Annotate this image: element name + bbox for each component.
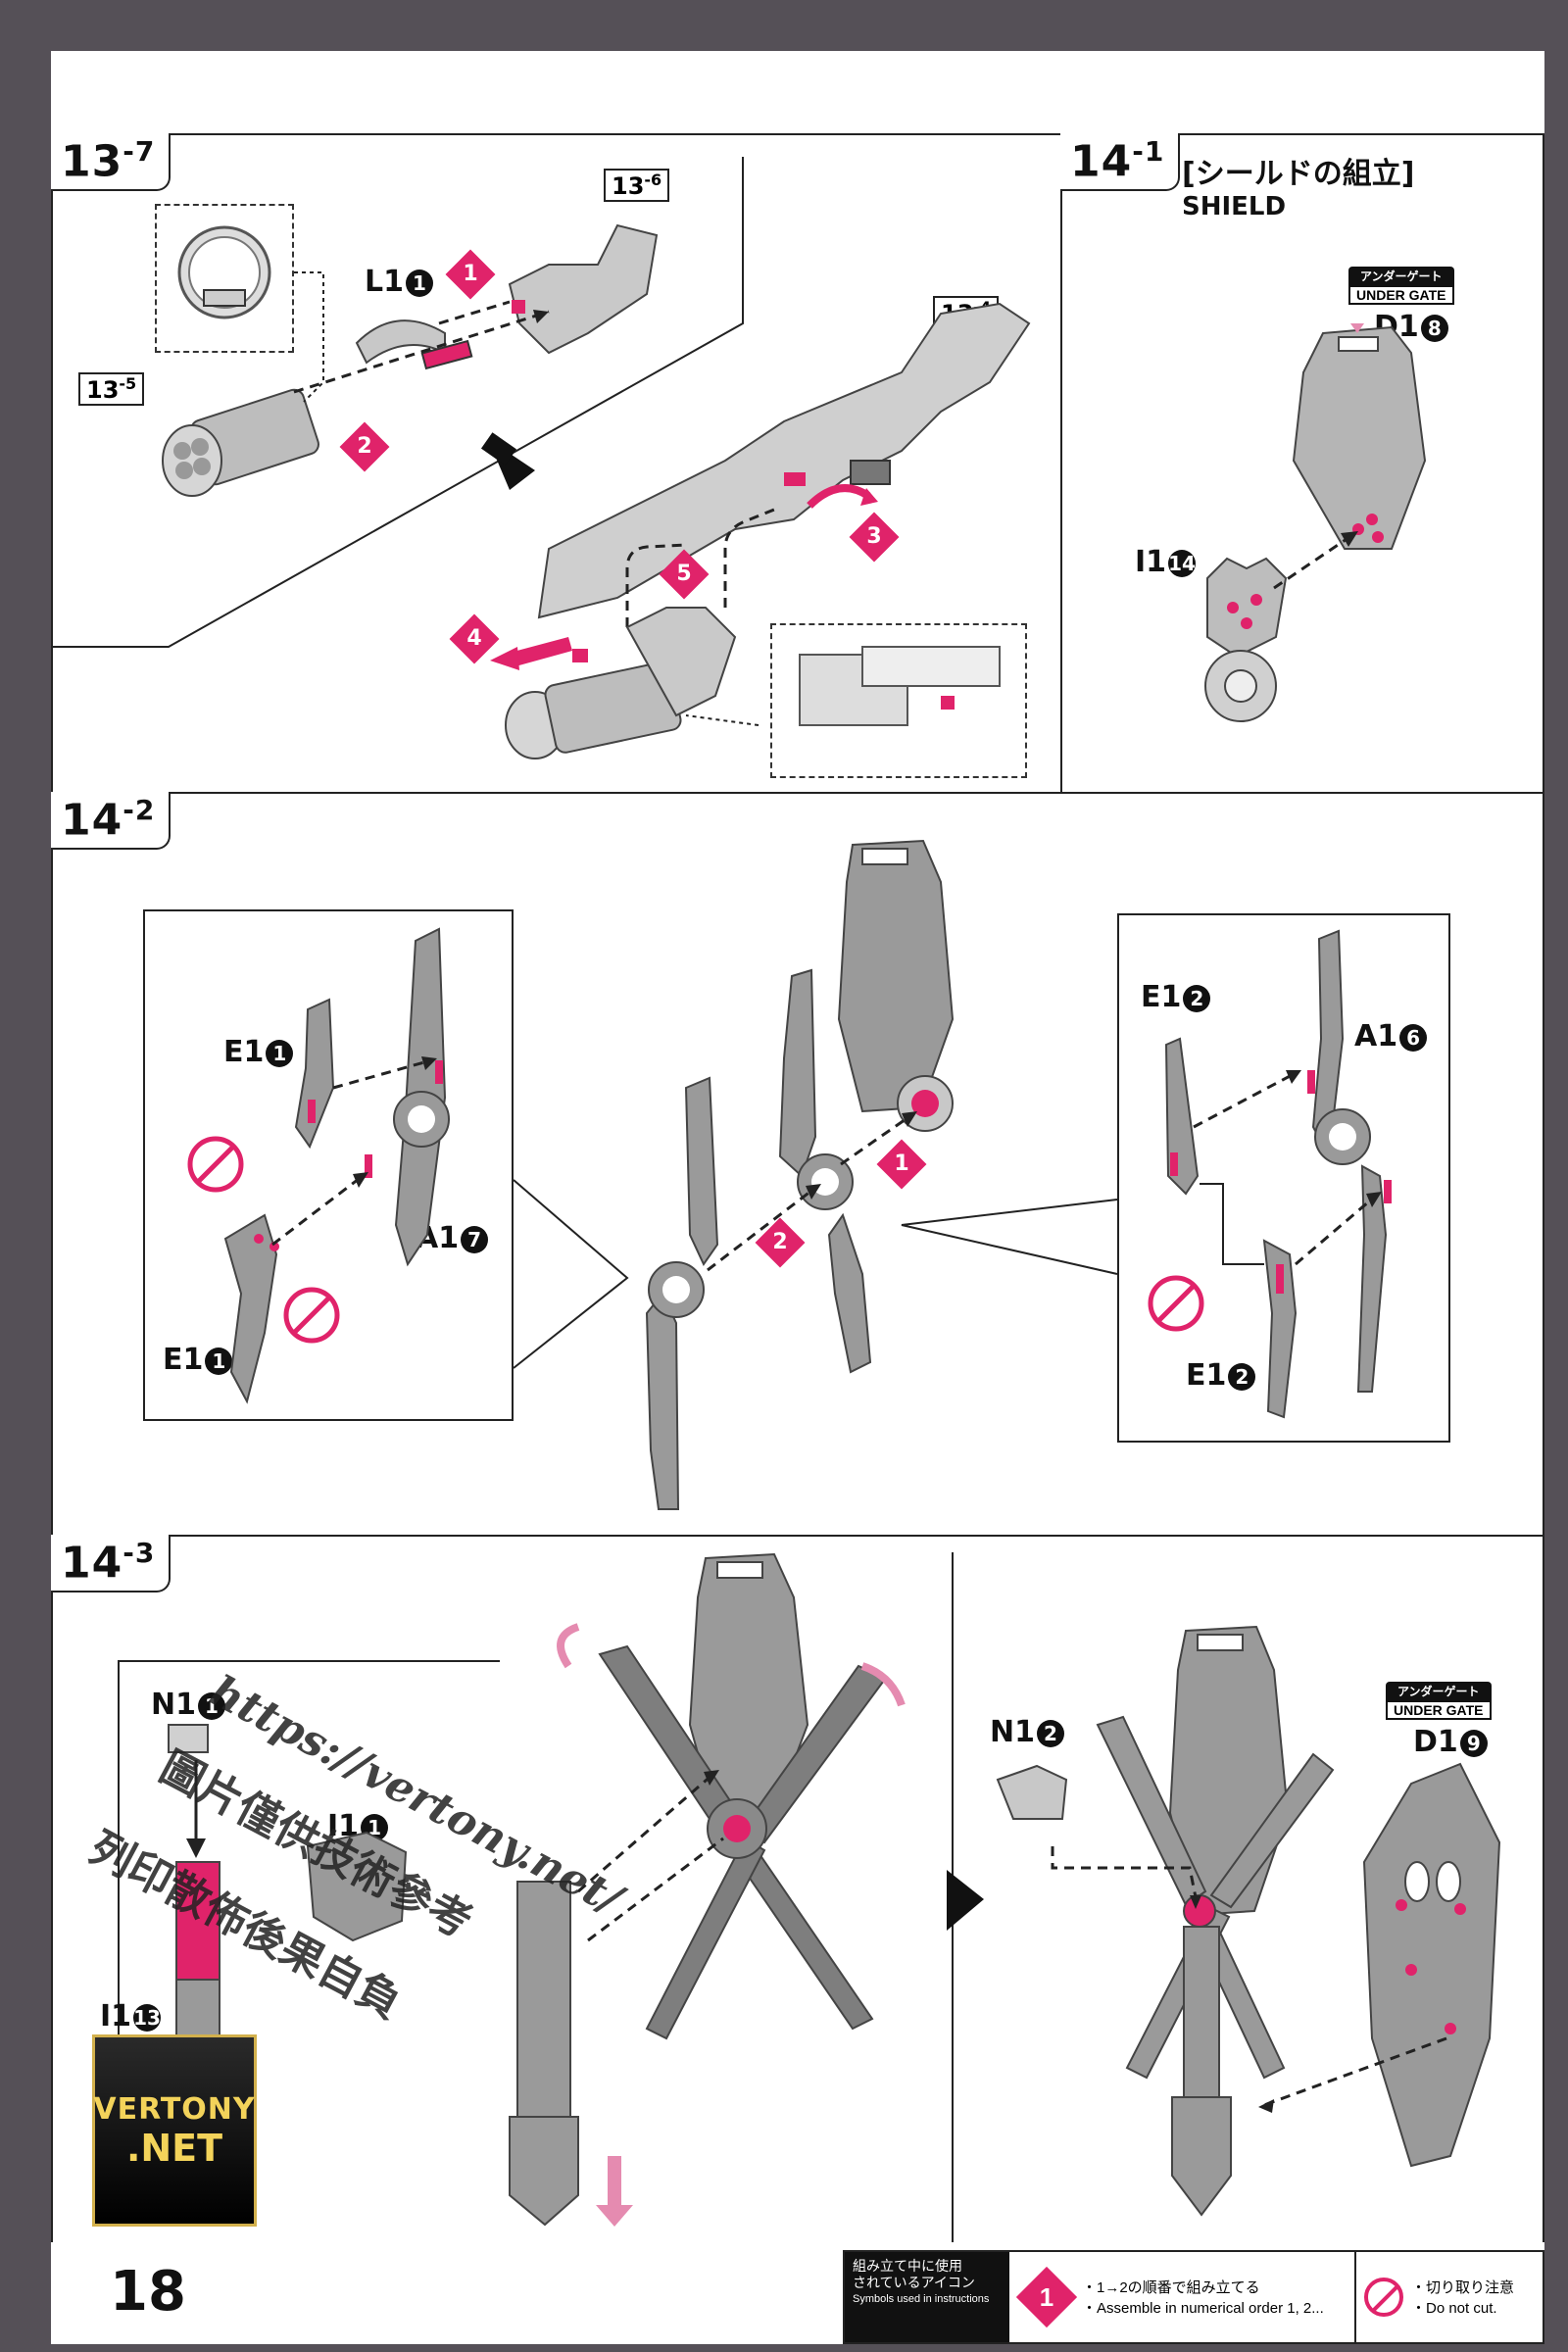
- icon-legend: 組み立て中に使用 されているアイコン Symbols used in instr…: [843, 2250, 1544, 2344]
- left-border: [0, 0, 51, 2352]
- detail-inset-13-7-b: [770, 623, 1027, 778]
- bottom-border: [0, 2344, 1568, 2352]
- page-number: 18: [110, 2260, 186, 2324]
- missile-pod: [162, 388, 319, 497]
- step-14-1-tab: 14-1: [1060, 133, 1181, 191]
- no-cut-icon: [1364, 2278, 1403, 2317]
- legend-title: 組み立て中に使用 されているアイコン Symbols used in instr…: [845, 2252, 1009, 2342]
- under-gate-badge-d19: アンダーゲート UNDER GATE: [1386, 1682, 1492, 1720]
- step-14-1-title-jp: [シールドの組立]: [1182, 157, 1415, 191]
- step-13-7-tab: 13-7: [51, 133, 172, 191]
- step-14-1-title-en: SHIELD: [1182, 192, 1287, 221]
- vertony-logo: VERTONY .NET: [92, 2034, 257, 2227]
- order-icon: 1: [1015, 2266, 1078, 2328]
- step-14-2-tab: 14-2: [51, 792, 172, 850]
- top-border: [0, 0, 1568, 51]
- legend-do-not-cut: ・切り取り注意 ・Do not cut.: [1356, 2252, 1543, 2342]
- ref-13-5: 13-5: [78, 372, 145, 406]
- legend-order: 1 ・1→2の順番で組み立てる ・Assemble in numerical o…: [1009, 2252, 1356, 2342]
- detail-inset-13-7: [155, 204, 294, 353]
- step-14-3-tab: 14-3: [51, 1535, 172, 1592]
- under-gate-badge-d18: アンダーゲート UNDER GATE: [1348, 267, 1454, 305]
- ref-13-6: 13-6: [604, 169, 670, 202]
- right-border: [1544, 0, 1568, 2352]
